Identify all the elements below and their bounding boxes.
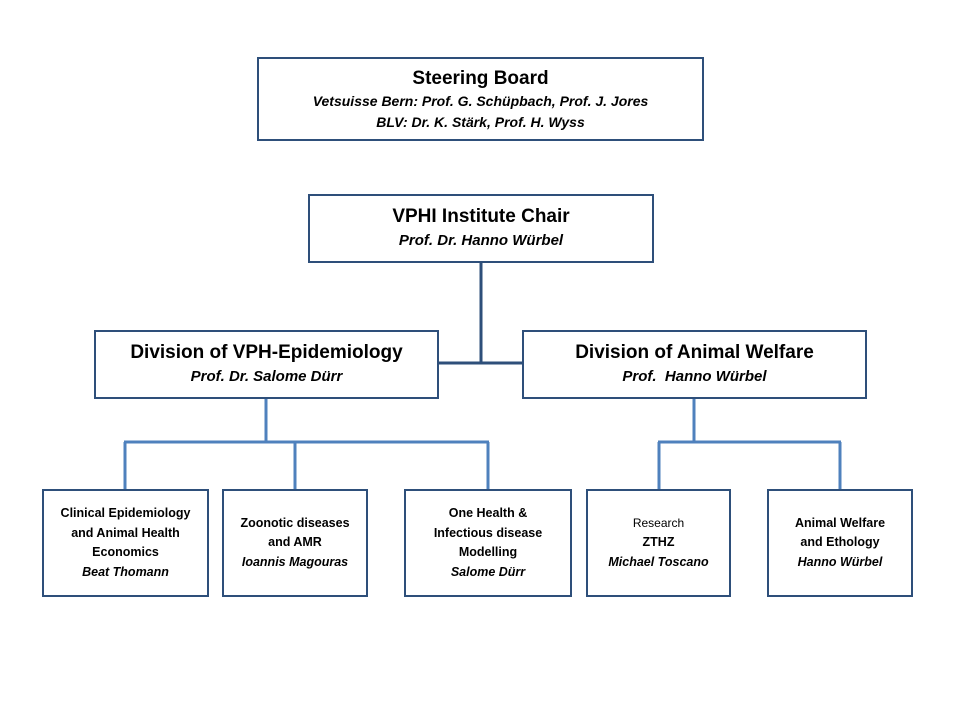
unit-label-line: and Ethology (800, 535, 880, 550)
unit-head: Salome Dürr (450, 564, 526, 579)
division-animal-welfare-title: Division of Animal Welfare (575, 342, 814, 363)
steering-board-title: Steering Board (412, 67, 549, 89)
unit-zoonotic-diseases-box: Zoonotic diseases and AMR Ioannis Magour… (222, 489, 368, 597)
unit-head: Beat Thomann (82, 564, 169, 579)
unit-label-line: ZTHZ (642, 535, 675, 549)
steering-board-box: Steering Board Vetsuisse Bern: Prof. G. … (257, 57, 704, 141)
steering-board-members-vetsuisse: Vetsuisse Bern: Prof. G. Schüpbach, Prof… (312, 92, 649, 109)
unit-clinical-epidemiology-box: Clinical Epidemiology and Animal Health … (42, 489, 209, 597)
steering-board-members-blv: BLV: Dr. K. Stärk, Prof. H. Wyss (376, 113, 585, 130)
unit-label-line: and AMR (268, 535, 322, 550)
unit-label-line: Economics (92, 545, 159, 559)
division-epidemiology-title: Division of VPH-Epidemiology (130, 342, 403, 363)
unit-label-line: Research (632, 516, 685, 530)
unit-one-health-box: One Health & Infectious disease Modellin… (404, 489, 572, 597)
unit-label-line: Clinical Epidemiology (60, 506, 191, 520)
institute-chair-box: VPHI Institute Chair Prof. Dr. Hanno Wür… (308, 194, 654, 263)
unit-label-line: and Animal Health (71, 525, 180, 540)
unit-label-line: Zoonotic diseases (240, 515, 350, 530)
unit-label-line: Animal Welfare (794, 515, 886, 530)
unit-head: Hanno Würbel (797, 554, 883, 569)
unit-research-zthz-box: Research ZTHZ Michael Toscano (586, 489, 731, 597)
division-epidemiology-head: Prof. Dr. Salome Dürr (190, 368, 343, 385)
unit-head: Michael Toscano (608, 554, 709, 569)
division-epidemiology-box: Division of VPH-Epidemiology Prof. Dr. S… (94, 330, 439, 399)
unit-label-line: Infectious disease (433, 525, 543, 540)
unit-label-line: Modelling (458, 545, 518, 559)
unit-label-line: One Health & (448, 506, 528, 520)
division-animal-welfare-head: Prof. Hanno Würbel (622, 368, 767, 385)
division-animal-welfare-box: Division of Animal Welfare Prof. Hanno W… (522, 330, 867, 399)
unit-animal-welfare-ethology-box: Animal Welfare and Ethology Hanno Würbel (767, 489, 913, 597)
institute-chair-person: Prof. Dr. Hanno Würbel (398, 232, 564, 249)
unit-head: Ioannis Magouras (241, 554, 349, 569)
institute-chair-title: VPHI Institute Chair (392, 206, 570, 227)
